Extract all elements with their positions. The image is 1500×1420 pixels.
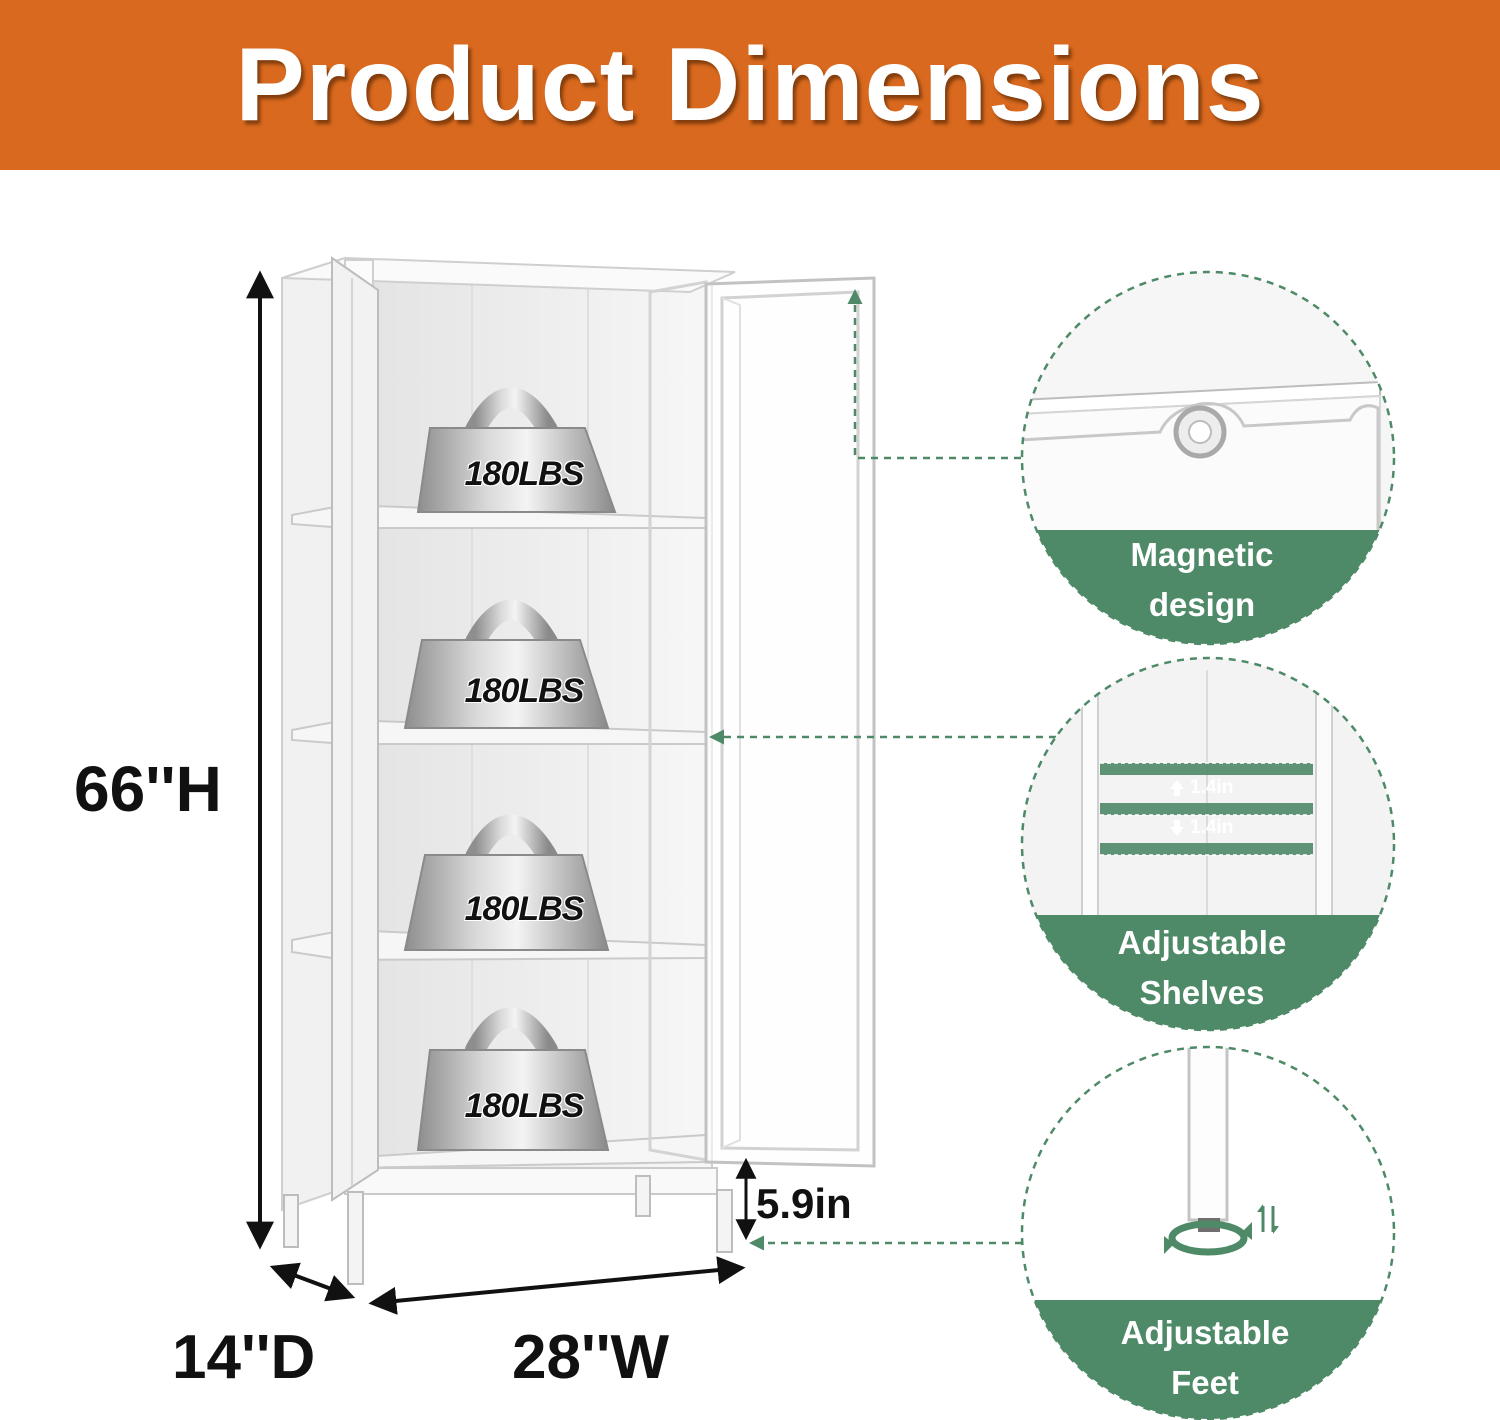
weight-icon [416, 387, 617, 513]
page-title: Product Dimensions [235, 27, 1265, 143]
leg-clearance-label: 5.9in [756, 1180, 852, 1227]
weight-icon [403, 600, 610, 729]
up-arrow-icon [1170, 780, 1184, 796]
shelf-load-label: 180LBS [464, 1087, 585, 1125]
shelf-load-label: 180LBS [464, 890, 585, 928]
depth-dimension-label: 14''D [172, 1323, 316, 1392]
shelf-adjust-down-label: 1.4in [1190, 817, 1234, 838]
down-arrow-icon [1170, 820, 1184, 836]
shelf-load-label: 180LBS [464, 672, 585, 710]
weight-icon [416, 1007, 610, 1151]
weight-icon [403, 814, 610, 951]
width-dimension-label: 28''W [512, 1323, 669, 1392]
header-banner [0, 0, 1500, 170]
detail-adjustable-feet [1020, 1045, 1396, 1420]
shelf-adjust-up-label: 1.4in [1190, 777, 1234, 798]
height-dimension-label: 66''H [74, 753, 222, 825]
up-down-arrow-icon [1257, 1204, 1279, 1234]
rotate-arrows-icon [1164, 1220, 1252, 1256]
shelf-load-label: 180LBS [464, 455, 585, 493]
